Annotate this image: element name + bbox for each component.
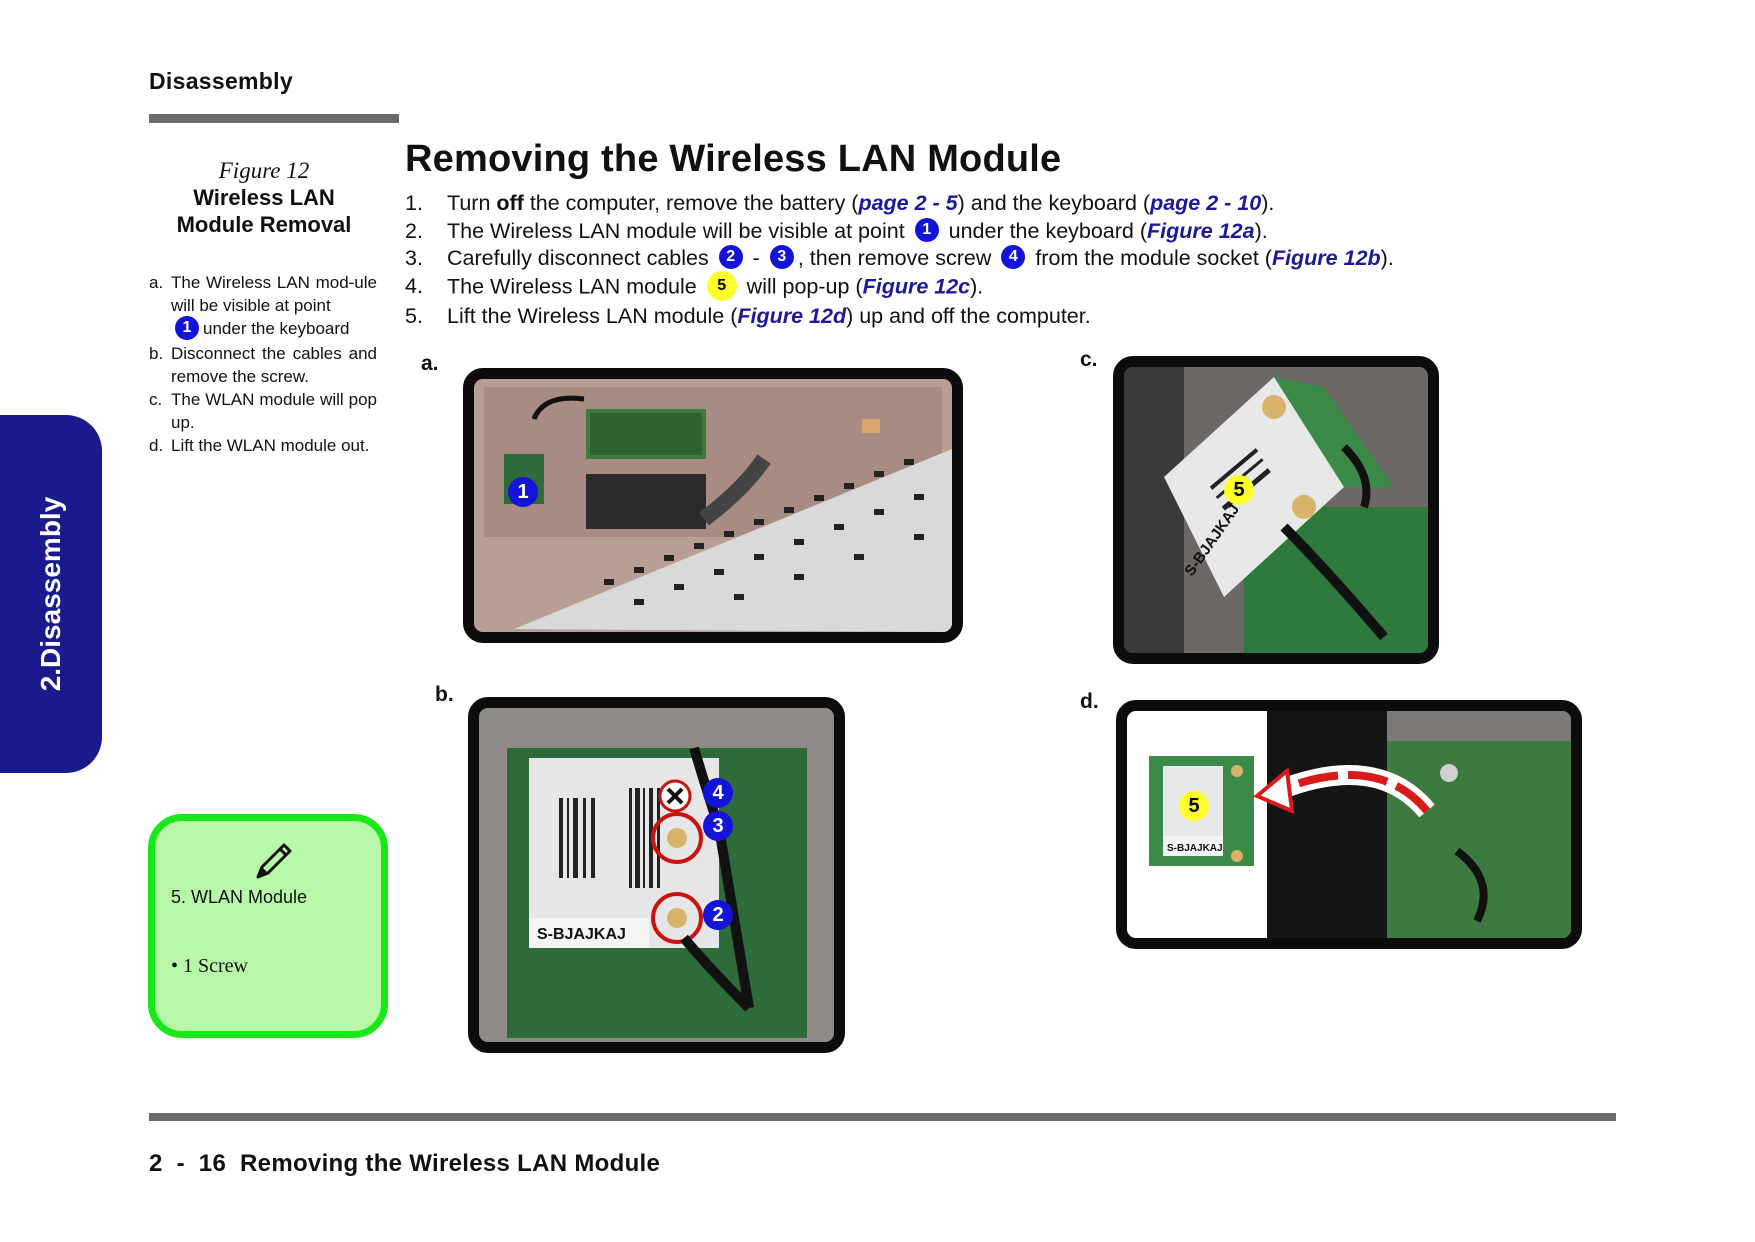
step-text-part: under the keyboard ( [942, 218, 1148, 243]
figure-step-letter: a. [149, 273, 164, 292]
figure-step: b. Disconnect the cables and remove the … [149, 342, 377, 388]
photo-d-module-removed: S-BJAJKAJ 5 [1116, 700, 1582, 949]
figure-number: Figure 12 [218, 158, 310, 183]
footer-title: Removing the Wireless LAN Module [240, 1150, 661, 1177]
procedure-step: 4. The Wireless LAN module 5 will pop-up… [405, 270, 1615, 303]
figure-step-text: Lift the WLAN module out. [171, 435, 370, 455]
photo-a-badge-1: 1 [508, 477, 538, 507]
note-box: 5. WLAN Module • 1 Screw [148, 814, 388, 1038]
photo-c-image: S-BJAJKAJ [1124, 367, 1428, 653]
figure-step-list: a. The Wireless LAN mod-ule will be visi… [149, 271, 377, 457]
step-text-part: ). [1380, 246, 1394, 270]
photo-c-module-popup: S-BJAJKAJ 5 [1113, 356, 1439, 664]
step-text-part: ) and the keyboard ( [957, 191, 1151, 215]
point-badge: 4 [1001, 245, 1026, 270]
procedure-step: 2. The Wireless LAN module will be visib… [405, 217, 1615, 246]
procedure-step: 1. Turn off the computer, remove the bat… [405, 190, 1615, 218]
photo-d-image: S-BJAJKAJ [1127, 711, 1571, 938]
figure-step-text: Disconnect the cables and remove the scr… [171, 343, 377, 386]
step-text-part: from the module socket ( [1029, 246, 1272, 270]
step-text-part: Lift the Wireless LAN module ( [447, 303, 738, 328]
step-text-part: the computer, remove the battery ( [523, 191, 859, 215]
figure-step: d. Lift the WLAN module out. [149, 434, 377, 457]
figure-title-line2: Module Removal [176, 212, 352, 237]
figure-step-text: The WLAN module will pop up. [171, 389, 377, 432]
figure-step-text-part: The Wireless LAN mod-ule will be visible… [171, 273, 377, 315]
procedure-step: 5. Lift the Wireless LAN module (Figure … [405, 303, 1615, 331]
page-link[interactable]: page 2 - 5 [858, 191, 958, 215]
point-badge: 1 [175, 315, 199, 340]
pen-icon [256, 843, 292, 879]
figure-step: c. The WLAN module will pop up. [149, 388, 377, 434]
photo-a-keyboard-removed: 1 [463, 368, 963, 643]
step-number: 3. [405, 246, 423, 270]
chapter-side-tab-label: 2.Disassembly [35, 496, 66, 692]
photo-b-badge-2: 2 [703, 900, 733, 930]
photo-b-image: S-BJAJKAJ [479, 708, 834, 1042]
footer: 2 - 16 Removing the Wireless LAN Module [149, 1150, 660, 1178]
procedure-step: 3. Carefully disconnect cables 2 - 3, th… [405, 245, 1615, 273]
footer-rule [149, 1113, 1616, 1121]
step-text-part: ). [970, 274, 984, 299]
photo-b-badge-3: 3 [703, 811, 733, 841]
photo-b-badge-4: 4 [703, 778, 733, 808]
step-text-part: will pop-up ( [740, 274, 863, 299]
step-text: The Wireless LAN module will be visible … [447, 217, 1268, 246]
step-text-part: The Wireless LAN module [447, 274, 703, 299]
step-text-part: ) up and off the computer. [846, 303, 1091, 328]
header-rule [149, 114, 399, 123]
photo-d-badge-5: 5 [1179, 791, 1209, 821]
figure-step-text-part: under the keyboard [203, 319, 350, 338]
procedure-steps: 1. Turn off the computer, remove the bat… [405, 190, 1615, 330]
photo-a-image [474, 379, 952, 632]
step-number: 1. [405, 191, 423, 215]
step-text-bold: off [496, 191, 524, 215]
note-item: 5. WLAN Module [171, 887, 308, 907]
step-text-part: The Wireless LAN module will be visible … [447, 218, 911, 243]
point-badge: 2 [718, 245, 743, 270]
note-item: • 1 Screw [171, 955, 248, 977]
section-title: Removing the Wireless LAN Module [405, 138, 1062, 180]
page-header-title: Disassembly [149, 68, 293, 94]
point-badge: 5 [706, 270, 737, 301]
figure-link[interactable]: Figure 12b [1271, 246, 1381, 270]
photo-c-letter: c. [1080, 348, 1098, 371]
page-link[interactable]: page 2 - 10 [1150, 191, 1262, 215]
figure-step-text: The Wireless LAN mod-ule will be visible… [171, 271, 377, 342]
photo-b-module-label: S-BJAJKAJ [537, 926, 626, 943]
figure-link[interactable]: Figure 12d [737, 303, 847, 328]
photo-b-module-closeup: S-BJAJKAJ 4 3 2 [468, 697, 845, 1053]
point-badge: 1 [914, 217, 939, 242]
step-text-part: , then remove screw [797, 246, 998, 270]
figure-step-letter: b. [149, 343, 164, 363]
photo-b-letter: b. [435, 683, 454, 706]
photo-c-badge-5: 5 [1224, 475, 1254, 505]
step-text: Turn off the computer, remove the batter… [447, 190, 1274, 218]
step-number: 2. [405, 218, 423, 243]
step-text: Lift the Wireless LAN module (Figure 12d… [447, 303, 1091, 331]
step-text-part: Turn [447, 191, 497, 215]
photo-a-letter: a. [421, 352, 439, 375]
step-text-part: - [746, 246, 766, 270]
step-text: Carefully disconnect cables 2 - 3, then … [447, 245, 1394, 273]
step-number: 5. [405, 303, 423, 328]
photo-d-module-label: S-BJAJKAJ [1167, 843, 1223, 854]
step-text-part: ). [1254, 218, 1268, 243]
step-number: 4. [405, 273, 423, 298]
photo-d-letter: d. [1080, 690, 1099, 713]
figure-step: a. The Wireless LAN mod-ule will be visi… [149, 271, 377, 342]
footer-page-number: 2 - 16 [149, 1150, 227, 1177]
chapter-side-tab[interactable]: 2.Disassembly [0, 415, 102, 773]
step-text-part: ). [1261, 191, 1275, 215]
figure-caption: Figure 12 Wireless LAN Module Removal [149, 158, 379, 238]
step-text-part: Carefully disconnect cables [447, 246, 715, 270]
point-badge: 3 [769, 245, 794, 270]
figure-link[interactable]: Figure 12c [862, 274, 971, 299]
figure-link[interactable]: Figure 12a [1147, 218, 1255, 243]
figure-step-letter: d. [149, 435, 164, 455]
figure-step-letter: c. [149, 389, 163, 409]
step-text: The Wireless LAN module 5 will pop-up (F… [447, 270, 984, 303]
figure-title-line1: Wireless LAN [193, 185, 335, 210]
